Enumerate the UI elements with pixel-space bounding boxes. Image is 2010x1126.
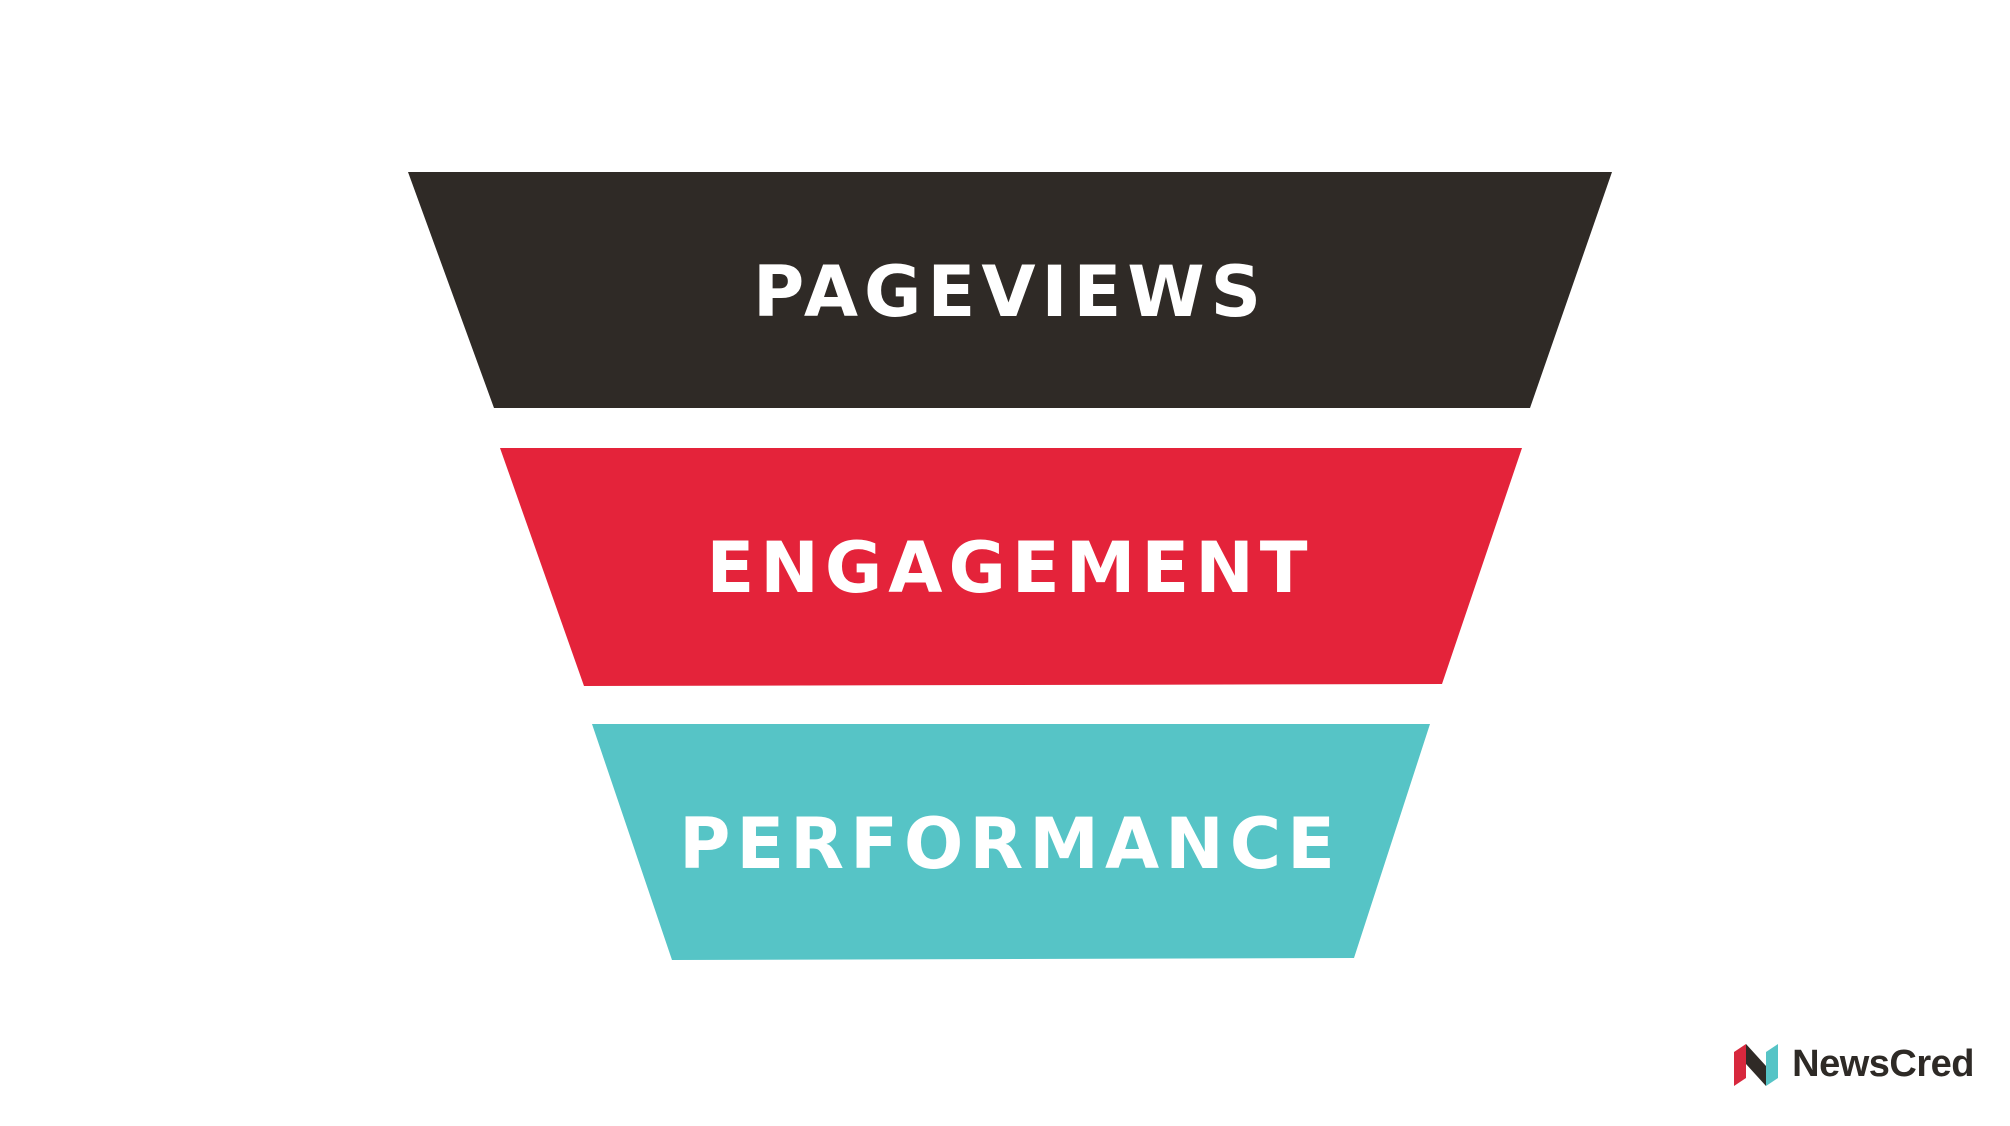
funnel-stage-label-pageviews: PAGEVIEWS — [753, 251, 1267, 333]
funnel-stage-label-performance: PERFORMANCE — [679, 803, 1341, 885]
funnel-stage-label-engagement: ENGAGEMENT — [706, 527, 1313, 609]
brand-name: NewsCred — [1792, 1043, 1974, 1085]
funnel-stage-engagement — [500, 448, 1522, 686]
newscred-logo-icon — [1734, 1043, 1779, 1086]
brand-logo: NewsCred — [1734, 1043, 1974, 1086]
funnel-stage-pageviews — [408, 172, 1612, 408]
funnel-stage-performance — [592, 724, 1430, 960]
